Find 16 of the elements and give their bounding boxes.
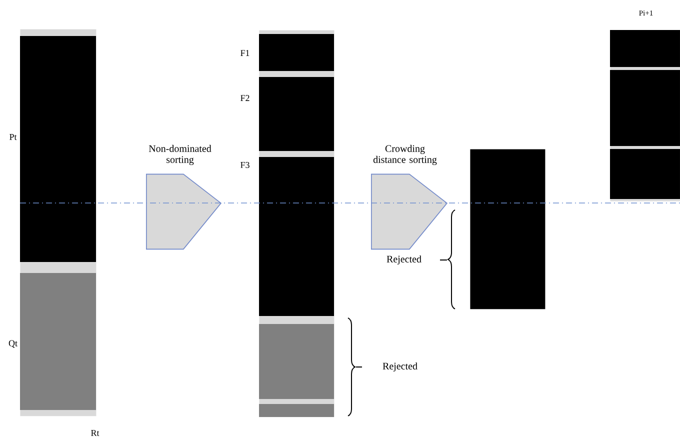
population-bar (259, 30, 334, 418)
chevron-arrow (371, 174, 448, 250)
side-label: F1 (240, 50, 250, 56)
population-bar (610, 30, 680, 202)
population-bar (20, 29, 96, 416)
population-bar (470, 149, 546, 310)
side-label: Rt (91, 430, 100, 436)
bracket-label: Rejected (382, 362, 418, 372)
side-label: Qt (8, 340, 18, 348)
side-label: F2 (240, 95, 250, 101)
edge-label: Crowding distance sorting (373, 144, 437, 166)
chevron-arrow (146, 174, 222, 250)
edge-label: Non-dominated sorting (148, 144, 212, 166)
side-label: Pt (10, 134, 17, 140)
side-label: F3 (240, 162, 250, 168)
bracket-label: Rejected (386, 255, 422, 265)
